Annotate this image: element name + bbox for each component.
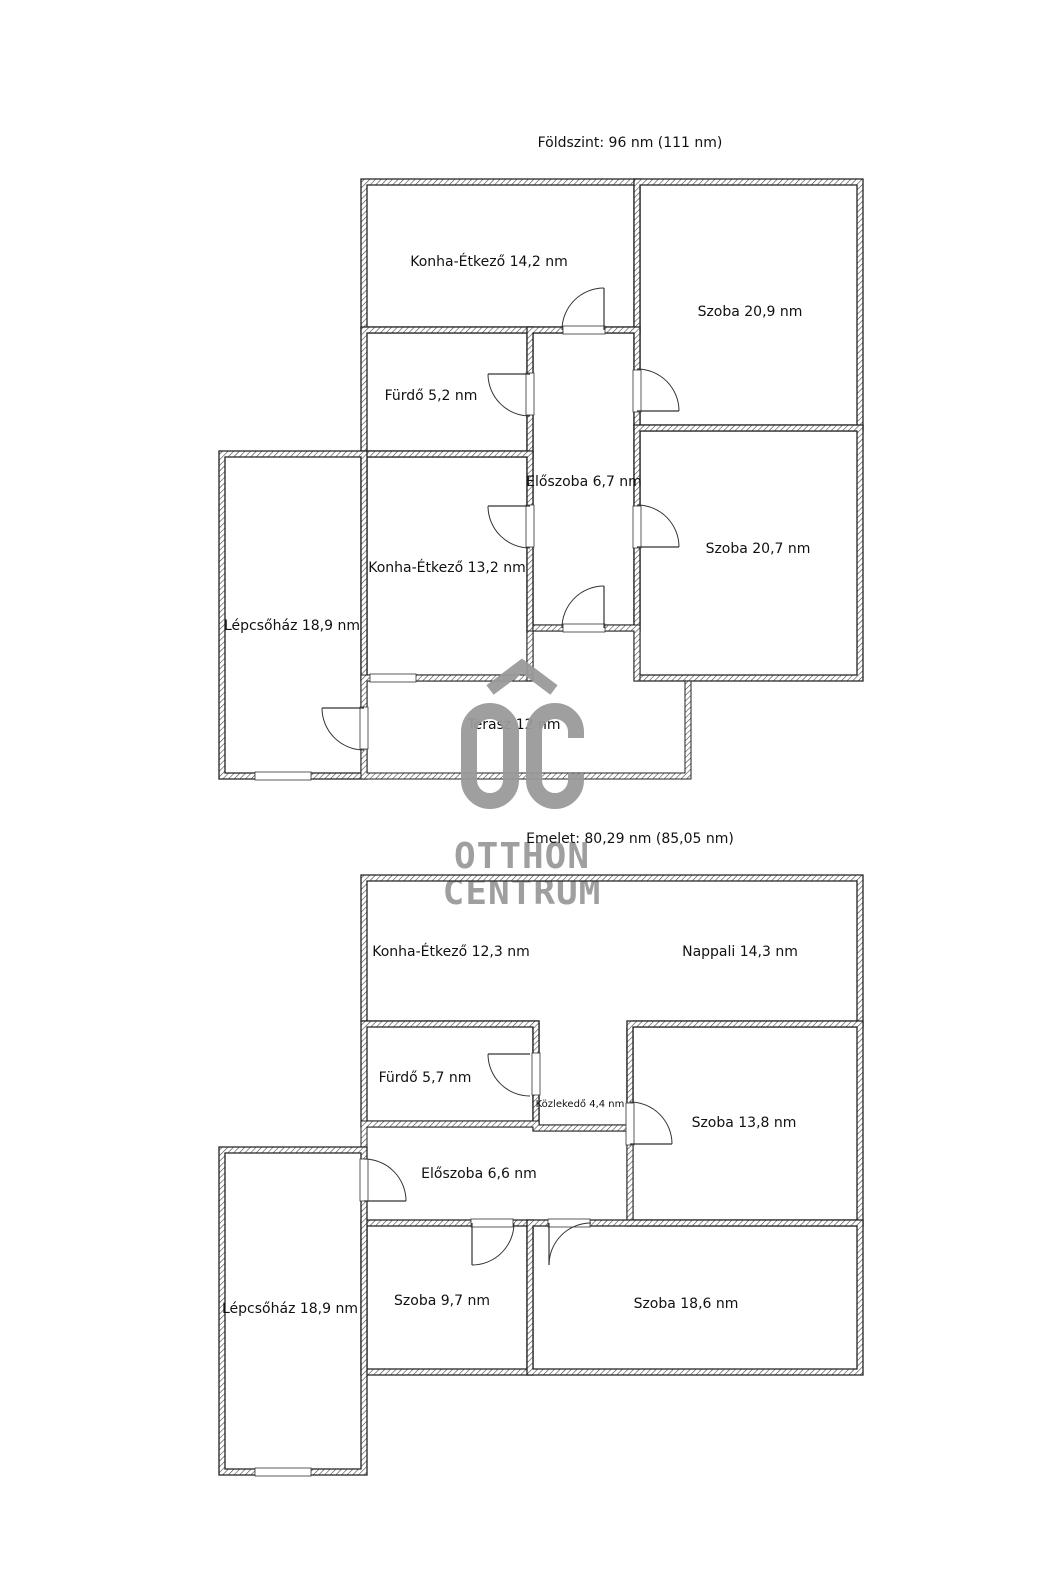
room-label: Előszoba 6,7 nm bbox=[526, 474, 642, 490]
upper-room-labels: Konha-Étkező 12,3 nm Nappali 14,3 nm Für… bbox=[222, 943, 798, 1317]
logo-letter-c bbox=[526, 703, 584, 809]
room-label: Lépcsőház 18,9 nm bbox=[224, 618, 360, 634]
ground-floor-title: Földszint: 96 nm (111 nm) bbox=[538, 135, 723, 151]
room-label: Közlekedő 4,4 nm bbox=[536, 1098, 625, 1110]
room-label: Fürdő 5,2 nm bbox=[385, 388, 478, 404]
room-label: Konha-Étkező 13,2 nm bbox=[368, 559, 525, 576]
room-label: Szoba 9,7 nm bbox=[394, 1293, 490, 1309]
watermark-line1: OTTHON bbox=[454, 836, 590, 877]
room-label: Konha-Étkező 14,2 nm bbox=[410, 253, 567, 270]
logo-letter-o bbox=[461, 703, 519, 809]
logo-circumflex bbox=[486, 658, 558, 695]
ground-door-swings bbox=[321, 287, 680, 751]
room-label: Fürdő 5,7 nm bbox=[379, 1070, 472, 1086]
room-label: Lépcsőház 18,9 nm bbox=[222, 1301, 358, 1317]
upper-walls bbox=[218, 874, 864, 1476]
room-label: Szoba 20,7 nm bbox=[706, 541, 811, 557]
otthon-centrum-watermark: OTTHON CENTRUM bbox=[443, 658, 600, 913]
room-label: Szoba 20,9 nm bbox=[698, 304, 803, 320]
ground-floor-plan: Földszint: 96 nm (111 nm) bbox=[218, 135, 864, 781]
room-label: Előszoba 6,6 nm bbox=[421, 1166, 537, 1182]
room-label: Szoba 18,6 nm bbox=[634, 1296, 739, 1312]
upper-floor-title: Emelet: 80,29 nm (85,05 nm) bbox=[526, 831, 734, 847]
upper-floor-plan: Emelet: 80,29 nm (85,05 nm) bbox=[218, 831, 864, 1477]
ground-room-labels: Konha-Étkező 14,2 nm Szoba 20,9 nm Fürdő… bbox=[224, 253, 810, 733]
room-label: Nappali 14,3 nm bbox=[682, 944, 798, 960]
upper-door-swings bbox=[363, 1053, 673, 1266]
upper-door-gaps bbox=[254, 1052, 635, 1477]
room-label: Szoba 13,8 nm bbox=[692, 1115, 797, 1131]
room-label: Konha-Étkező 12,3 nm bbox=[372, 943, 529, 960]
ground-door-gaps bbox=[254, 325, 642, 781]
